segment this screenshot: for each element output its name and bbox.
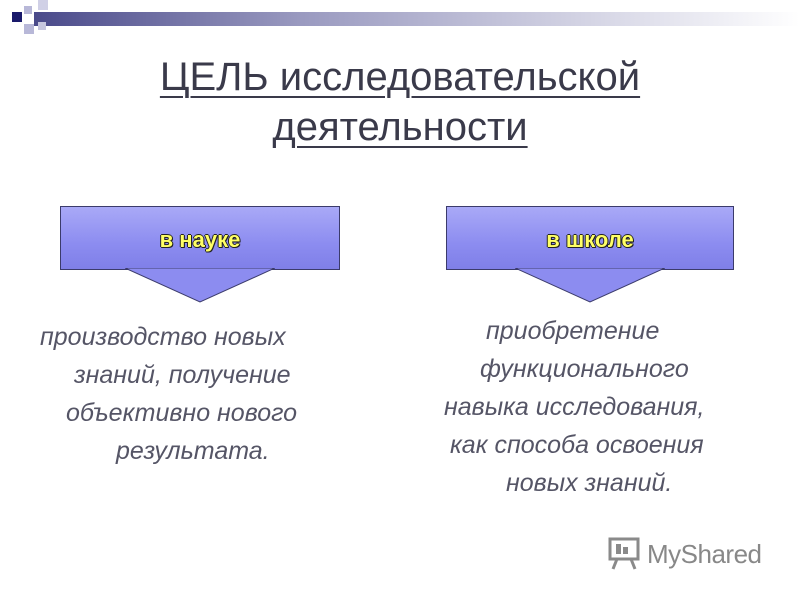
school-line-5: новых знаний. [506, 469, 673, 497]
school-line-3: навыка исследования, [444, 393, 705, 421]
science-box: в науке [60, 206, 340, 270]
watermark-text: MyShared [647, 539, 762, 569]
science-line-1: производство новых [40, 323, 286, 351]
myshared-watermark: MyShared [607, 533, 767, 573]
title-line-1: ЦЕЛЬ исследовательской [159, 55, 641, 99]
school-line-2: функционального [480, 355, 689, 383]
school-description: приобретение функционального навыка иссл… [440, 312, 780, 502]
science-line-4: результата. [116, 437, 270, 465]
school-line-1: приобретение [486, 317, 660, 345]
school-arrow-icon [515, 268, 665, 303]
presentation-board-icon [608, 537, 640, 570]
science-description: производство новых знаний, получение объ… [40, 318, 370, 470]
science-line-3: объективно нового [66, 399, 298, 427]
top-decorative-band [12, 0, 800, 34]
school-box: в школе [446, 206, 734, 270]
school-line-4: как способа освоения [450, 431, 704, 459]
title-line-2: деятельности [272, 105, 528, 149]
school-box-label: в школе [546, 227, 634, 252]
science-line-2: знаний, получение [74, 361, 291, 389]
science-arrow-icon [125, 268, 275, 303]
slide-title: ЦЕЛЬ исследовательской деятельности [100, 52, 700, 152]
science-box-label: в науке [159, 227, 241, 252]
